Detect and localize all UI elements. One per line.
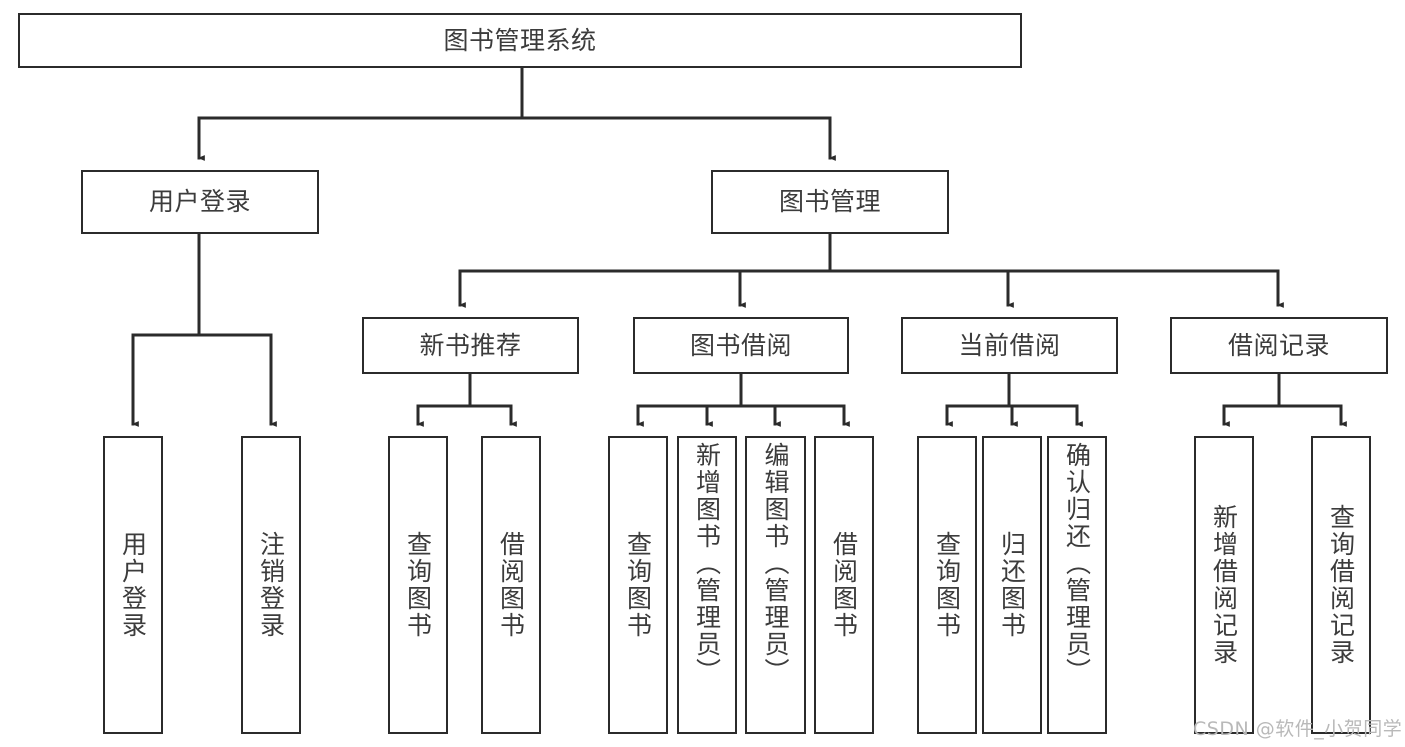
leaf-add-borrowing-record[interactable]: 新增借阅记录 [1194, 436, 1254, 734]
node-label: 编辑图书（管理员） [761, 442, 790, 685]
node-label: 新书推荐 [419, 330, 522, 360]
leaf-query-books-borrow[interactable]: 查询图书 [608, 436, 668, 734]
leaf-add-book-admin[interactable]: 新增图书（管理员） [677, 436, 737, 734]
leaf-borrow-books-new[interactable]: 借阅图书 [481, 436, 541, 734]
node-label: 图书管理系统 [443, 25, 597, 55]
node-label: 借阅图书 [496, 531, 526, 639]
node-label: 新增图书（管理员） [692, 442, 722, 685]
leaf-borrow-books[interactable]: 借阅图书 [814, 436, 874, 734]
node-label: 借阅记录 [1227, 330, 1330, 360]
node-current-borrowing[interactable]: 当前借阅 [901, 317, 1118, 374]
node-label: 用户登录 [118, 531, 148, 639]
node-label: 查询借阅记录 [1326, 504, 1356, 666]
watermark: CSDN @软件_小贺同学 [1193, 718, 1403, 740]
leaf-query-books-new[interactable]: 查询图书 [388, 436, 448, 734]
leaf-return-books[interactable]: 归还图书 [982, 436, 1042, 734]
leaf-logout[interactable]: 注销登录 [241, 436, 301, 734]
leaf-query-books-current[interactable]: 查询图书 [917, 436, 977, 734]
node-label: 用户登录 [148, 187, 251, 216]
node-user-login[interactable]: 用户登录 [81, 170, 319, 234]
leaf-query-borrowing-record[interactable]: 查询借阅记录 [1311, 436, 1371, 734]
node-label: 查询图书 [403, 531, 433, 639]
leaf-edit-book-admin[interactable]: 编辑图书（管理员） [745, 436, 806, 734]
node-label: 查询图书 [932, 531, 962, 639]
node-label: 当前借阅 [958, 330, 1061, 360]
node-borrowing-record[interactable]: 借阅记录 [1170, 317, 1388, 374]
node-book-borrowing[interactable]: 图书借阅 [633, 317, 849, 374]
node-book-management[interactable]: 图书管理 [711, 170, 949, 234]
leaf-user-login[interactable]: 用户登录 [103, 436, 163, 734]
node-label: 新增借阅记录 [1209, 504, 1239, 666]
node-label: 注销登录 [256, 531, 286, 639]
node-label: 图书借阅 [689, 330, 792, 360]
leaf-confirm-return-admin[interactable]: 确认归还（管理员） [1047, 436, 1107, 734]
node-label: 查询图书 [623, 531, 653, 639]
node-label: 借阅图书 [829, 531, 859, 639]
node-label: 图书管理 [778, 187, 881, 216]
node-book-management-system[interactable]: 图书管理系统 [18, 13, 1022, 68]
node-new-book-recommendation[interactable]: 新书推荐 [362, 317, 579, 374]
node-label: 归还图书 [997, 531, 1027, 639]
node-label: 确认归还（管理员） [1062, 442, 1092, 685]
